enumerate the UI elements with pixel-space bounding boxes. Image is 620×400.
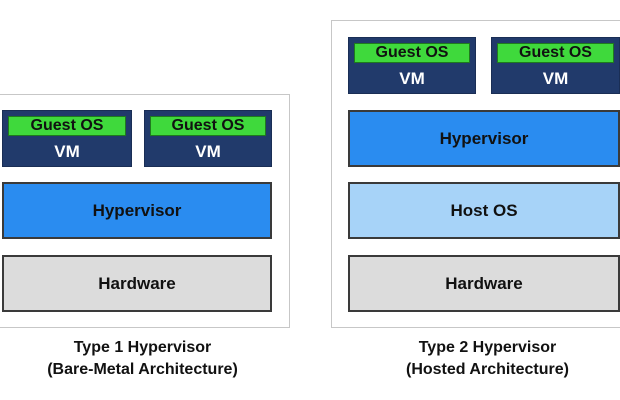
type1-caption-title: Type 1 Hypervisor (73, 339, 212, 356)
type1-vm-1-guest-os: Guest OS (8, 116, 126, 136)
type2-caption-title: Type 2 Hypervisor (418, 339, 557, 356)
type2-caption-subtitle: (Hosted Architecture) (406, 361, 569, 378)
type2-vm-2-guest-os: Guest OS (497, 43, 614, 63)
type2-vm-1-guest-os: Guest OS (354, 43, 470, 63)
type2-hypervisor-layer: Hypervisor (348, 110, 620, 167)
type2-caption: Type 2 Hypervisor (Hosted Architecture) (355, 337, 620, 381)
type1-vm-1: Guest OS VM (2, 110, 132, 167)
type1-caption: Type 1 Hypervisor (Bare-Metal Architectu… (10, 337, 275, 381)
type2-vm-1: Guest OS VM (348, 37, 476, 94)
type1-vm-2-guest-os: Guest OS (150, 116, 266, 136)
type2-vm-1-label: VM (399, 69, 425, 88)
type2-vm-2: Guest OS VM (491, 37, 620, 94)
type1-vm-2: Guest OS VM (144, 110, 272, 167)
type1-hypervisor-layer: Hypervisor (2, 182, 272, 239)
type1-caption-subtitle: (Bare-Metal Architecture) (47, 361, 238, 378)
type2-vm-2-label: VM (542, 69, 569, 88)
type2-hardware-layer: Hardware (348, 255, 620, 312)
type1-vm-2-label: VM (195, 142, 221, 161)
type2-host-os-layer: Host OS (348, 182, 620, 239)
type1-vm-1-label: VM (54, 142, 80, 161)
type1-hardware-layer: Hardware (2, 255, 272, 312)
